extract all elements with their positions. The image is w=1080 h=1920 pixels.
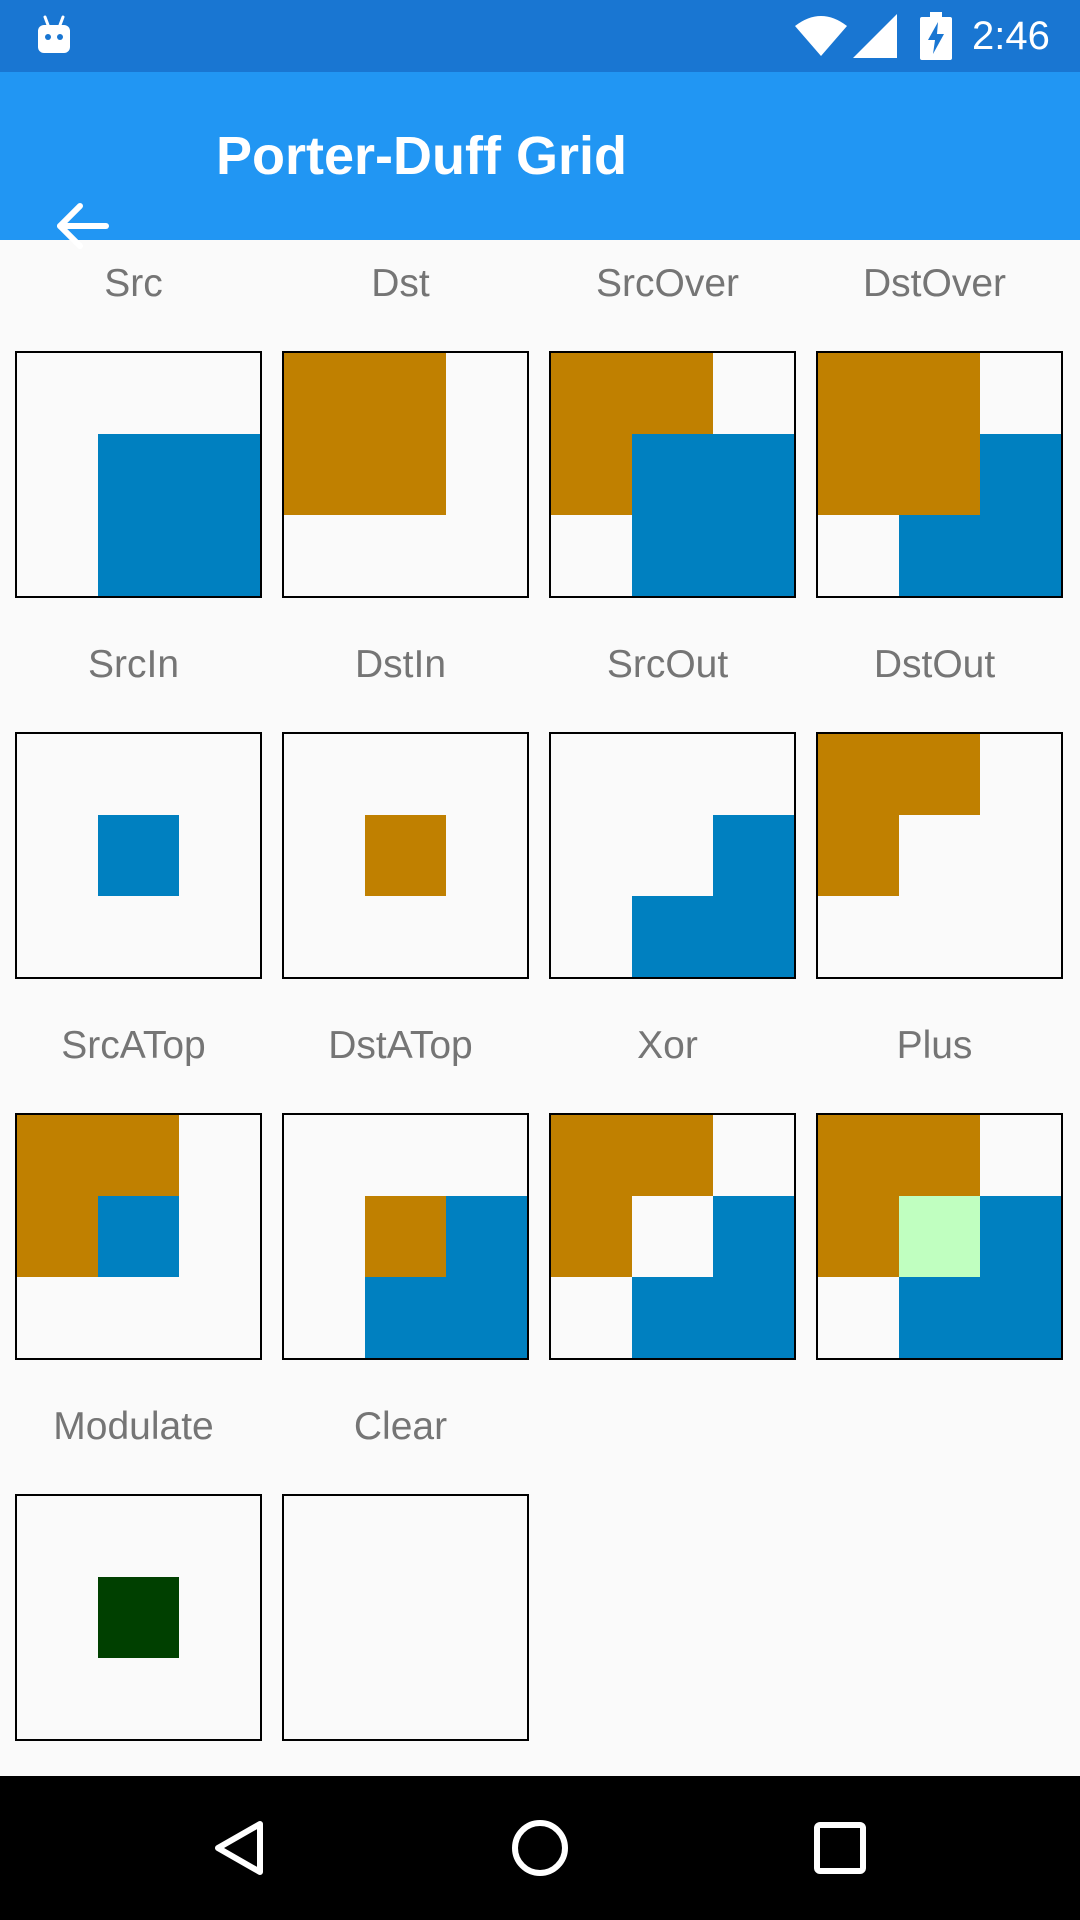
mode-cell-src-out: SrcOut — [534, 621, 801, 1002]
mode-preview-plus — [816, 1113, 1063, 1360]
mode-preview-clear — [282, 1494, 529, 1741]
battery-charging-icon — [920, 12, 952, 60]
mode-preview-xor — [549, 1113, 796, 1360]
status-bar: 2:46 — [0, 0, 1080, 72]
destination-square — [365, 1196, 446, 1277]
source-square — [98, 1196, 179, 1277]
recents-square-icon — [814, 1822, 866, 1874]
mode-cell-dst-atop: DstATop — [267, 1002, 534, 1383]
page-title: Porter-Duff Grid — [216, 126, 627, 186]
android-debug-icon — [38, 15, 70, 53]
composite-preview — [818, 1115, 1061, 1358]
mode-cell-src: Src — [0, 240, 267, 621]
mode-label: Modulate — [53, 1405, 214, 1448]
mode-cell-modulate: Modulate — [0, 1383, 267, 1764]
mode-label: SrcATop — [61, 1024, 206, 1067]
source-square — [98, 434, 260, 596]
mode-preview-dst-over — [816, 351, 1063, 598]
mode-cell-src-atop: SrcATop — [0, 1002, 267, 1383]
status-time: 2:46 — [972, 14, 1050, 58]
mode-preview-dst-atop — [282, 1113, 529, 1360]
mode-preview-src-atop — [15, 1113, 262, 1360]
mode-cell-dst-out: DstOut — [801, 621, 1068, 1002]
mode-label: SrcIn — [87, 643, 180, 686]
mode-label: Dst — [371, 262, 430, 305]
back-button[interactable] — [40, 184, 124, 268]
signal-icon — [853, 14, 897, 58]
mode-label: Xor — [637, 1024, 698, 1067]
mode-cell-src-over: SrcOver — [534, 240, 801, 621]
navigation-bar — [0, 1776, 1080, 1920]
destination-square — [818, 815, 899, 896]
mode-preview-dst-in — [282, 732, 529, 979]
mode-cell-clear: Clear — [267, 1383, 534, 1764]
mode-cell-dst: Dst — [267, 240, 534, 621]
destination-square — [818, 734, 980, 815]
destination-square — [818, 353, 980, 515]
nav-recents-button[interactable] — [798, 1806, 882, 1890]
arrow-back-icon — [57, 203, 109, 249]
back-triangle-icon — [215, 1821, 263, 1875]
composite-preview — [365, 815, 446, 896]
source-square — [713, 1196, 794, 1358]
composite-preview — [284, 1496, 527, 1739]
nav-back-button[interactable] — [198, 1806, 282, 1890]
destination-square — [365, 815, 446, 896]
app-bar: Porter-Duff Grid — [0, 72, 1080, 249]
mode-cell-plus: Plus — [801, 1002, 1068, 1383]
mode-label: Src — [104, 262, 163, 305]
composite-preview — [284, 353, 446, 515]
source-square — [632, 434, 794, 596]
composite-preview — [551, 353, 794, 596]
wifi-icon — [795, 16, 847, 56]
mode-preview-dst-out — [816, 732, 1063, 979]
mode-cell-dst-over: DstOver — [801, 240, 1068, 621]
mode-preview-src — [15, 351, 262, 598]
composite-preview — [365, 1196, 527, 1358]
mode-label: SrcOut — [606, 643, 729, 686]
composite-preview — [98, 434, 260, 596]
composite-preview — [98, 815, 179, 896]
composite-preview — [818, 734, 980, 896]
mode-cell-dst-in: DstIn — [267, 621, 534, 1002]
mode-label: Plus — [896, 1024, 973, 1067]
mode-label: SrcOver — [595, 262, 739, 305]
source-square — [632, 896, 713, 977]
source-square — [632, 1277, 713, 1358]
destination-square — [551, 1196, 632, 1277]
mode-cell-src-in: SrcIn — [0, 621, 267, 1002]
mode-preview-modulate — [15, 1494, 262, 1741]
destination-square — [284, 353, 446, 515]
mode-label: Clear — [353, 1405, 448, 1448]
mode-label: DstOver — [862, 262, 1006, 305]
destination-square — [551, 1115, 713, 1196]
mode-cell-xor: Xor — [534, 1002, 801, 1383]
mode-preview-src-in — [15, 732, 262, 979]
home-circle-icon — [512, 1820, 568, 1876]
mode-preview-src-out — [549, 732, 796, 979]
composite-preview — [551, 1115, 794, 1358]
plus_overlap-region — [899, 1196, 980, 1277]
mode-preview-dst — [282, 351, 529, 598]
modulate-region — [98, 1577, 179, 1658]
mode-preview-src-over — [549, 351, 796, 598]
source-square — [713, 815, 794, 977]
composite-preview — [818, 353, 1061, 596]
composite-preview — [632, 815, 794, 977]
mode-label: DstOut — [873, 643, 996, 686]
source-square — [98, 815, 179, 896]
mode-label: DstIn — [354, 643, 447, 686]
mode-label: DstATop — [328, 1024, 473, 1067]
nav-home-button[interactable] — [498, 1806, 582, 1890]
composite-preview — [98, 1577, 179, 1658]
composite-preview — [17, 1115, 179, 1277]
